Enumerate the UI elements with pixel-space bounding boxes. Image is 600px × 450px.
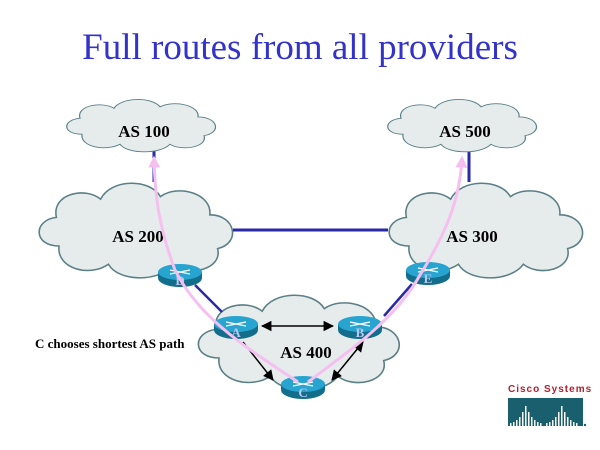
- cloud-label-as300: AS 300: [446, 227, 497, 246]
- cloud-label-as400: AS 400: [280, 343, 331, 362]
- cloud-label-as500: AS 500: [439, 122, 490, 141]
- router-label-c: C: [298, 385, 307, 400]
- router-c[interactable]: C: [281, 376, 325, 400]
- route-path-c-to-as500: [307, 155, 468, 384]
- cisco-logo-text: Cisco Systems: [508, 384, 592, 395]
- router-b[interactable]: B: [338, 316, 382, 340]
- cisco-systems-logo: Cisco Systems: [508, 384, 592, 427]
- router-d[interactable]: D: [158, 264, 202, 288]
- router-label-b: B: [356, 325, 365, 340]
- link-d-a: [194, 284, 223, 313]
- annotation-note: C chooses shortest AS path: [35, 336, 185, 351]
- arrow-b-c: [331, 341, 364, 381]
- router-e[interactable]: E: [406, 262, 450, 286]
- cloud-label-as100: AS 100: [118, 122, 169, 141]
- router-label-e: E: [424, 271, 433, 286]
- cisco-bridge-bars: [510, 406, 578, 426]
- slide-title: Full routes from all providers: [82, 27, 518, 68]
- route-path-c-to-as100: [148, 155, 299, 384]
- router-label-a: A: [231, 325, 241, 340]
- cloud-label-as200: AS 200: [112, 227, 163, 246]
- router-a[interactable]: A: [214, 316, 258, 340]
- link-e-b: [383, 283, 413, 317]
